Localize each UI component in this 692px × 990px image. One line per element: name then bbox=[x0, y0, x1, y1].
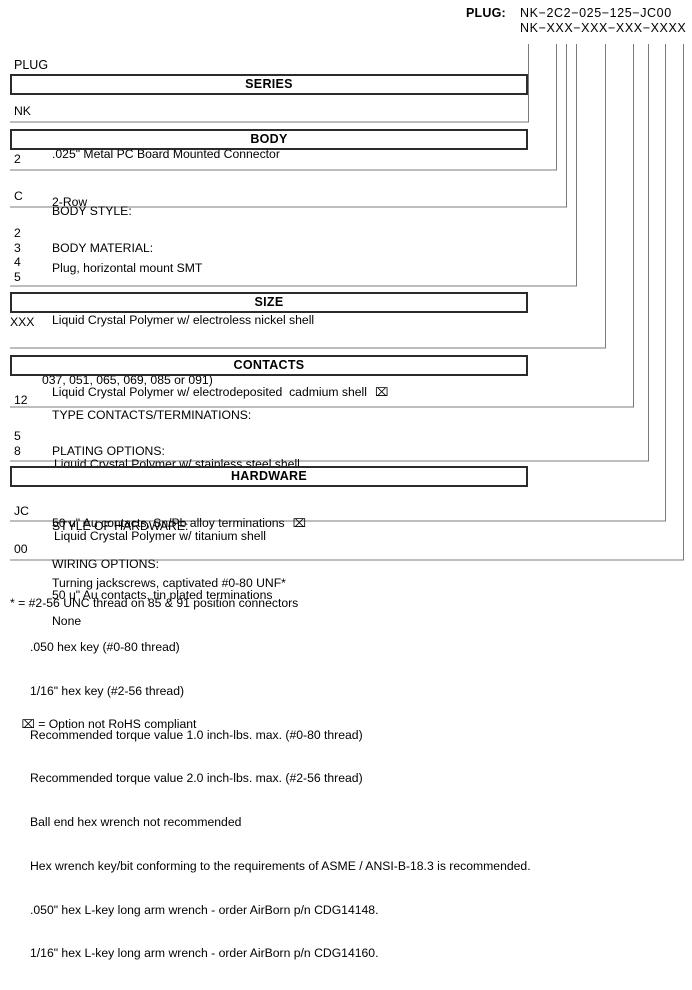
option-text: Liquid Crystal Polymer w/ electroless ni… bbox=[52, 312, 315, 327]
footnote-line: .050 hex key (#0-80 thread) bbox=[30, 639, 180, 654]
section-title-contacts: CONTACTS bbox=[233, 358, 305, 372]
option-code: 00 bbox=[14, 542, 28, 557]
section-title-size: SIZE bbox=[254, 295, 284, 309]
group-style-of-hardware: STYLE OF HARDWARE: JC Turning jackscrews… bbox=[14, 490, 286, 620]
footnote-line: Ball end hex wrench not recommended bbox=[30, 815, 242, 830]
section-band-body: BODY bbox=[10, 129, 528, 150]
option-code: XXX bbox=[10, 315, 35, 329]
option-text-value: 50 u" Au contacts, Sn/Pb alloy terminati… bbox=[52, 515, 285, 530]
part-number-template-row: NK−XXX−XXX−XXX−XXXX bbox=[466, 21, 692, 36]
option-text-value: Liquid Crystal Polymer w/ electrodeposit… bbox=[52, 384, 367, 399]
group-body-style: BODY STYLE: C Plug, horizontal mount SMT bbox=[14, 175, 202, 305]
group-subhead: BODY MATERIAL: bbox=[52, 240, 154, 255]
footnote-line: * = #2-56 UNC thread on 85 & 91 position… bbox=[10, 596, 299, 611]
group-subhead: BODY STYLE: bbox=[52, 203, 132, 218]
option-code: C bbox=[14, 189, 23, 204]
footnote-line: 1/16" hex L-key long arm wrench - order … bbox=[30, 946, 379, 961]
option-code: 2 bbox=[14, 152, 21, 166]
not-rohs-compliant-icon: ⌧ bbox=[21, 717, 35, 731]
option-code: 5 bbox=[14, 269, 21, 284]
section-band-hardware: HARDWARE bbox=[10, 466, 528, 487]
footnotes-block: * = #2-56 UNC thread on 85 & 91 position… bbox=[10, 567, 531, 990]
part-number-example-row: PLUG: NK−2C2−025−125−JC00 bbox=[466, 6, 692, 21]
footnote-line: 1/16" hex key (#2-56 thread) bbox=[30, 683, 185, 698]
option-text: Plug, horizontal mount SMT bbox=[52, 261, 203, 276]
option-code: 8 bbox=[14, 443, 21, 458]
option-text: .025" Metal PC Board Mounted Connector bbox=[52, 147, 280, 162]
footnote-line: Recommended torque value 2.0 inch-lbs. m… bbox=[30, 771, 363, 786]
part-number-template: NK−XXX−XXX−XXX−XXXX bbox=[520, 21, 687, 35]
section-title-series: SERIES bbox=[245, 77, 293, 91]
option-code: NK bbox=[14, 104, 31, 118]
part-number-block: PLUG: NK−2C2−025−125−JC00 NK−XXX−XXX−XXX… bbox=[466, 6, 692, 36]
option-code: 12 bbox=[14, 393, 28, 408]
option-text: Turning jackscrews, captivated #0-80 UNF… bbox=[52, 576, 286, 591]
group-body-material: BODY MATERIAL: 2 Liquid Crystal Polymer … bbox=[14, 212, 388, 572]
option-code: 4 bbox=[14, 255, 21, 270]
option-row-nk: NK .025" Metal PC Board Mounted Connecto… bbox=[14, 104, 280, 190]
group-plating-options: PLATING OPTIONS: 5 50 u" Au contacts, Sn… bbox=[14, 415, 306, 631]
group-wiring-options: WIRING OPTIONS: 00 None bbox=[14, 528, 159, 658]
group-subhead: STYLE OF HARDWARE: bbox=[52, 518, 189, 533]
footnote-line: .050" hex L-key long arm wrench - order … bbox=[30, 902, 379, 917]
group-subhead: WIRING OPTIONS: bbox=[52, 556, 159, 571]
section-band-series: SERIES bbox=[10, 74, 528, 95]
option-text: 2-Row bbox=[52, 195, 88, 210]
group-subhead: TYPE CONTACTS/TERMINATIONS: bbox=[52, 407, 252, 422]
option-code: 5 bbox=[14, 429, 21, 444]
section-band-size: SIZE bbox=[10, 292, 528, 313]
option-row-2row: 2 2-Row bbox=[14, 152, 87, 238]
part-number-example: NK−2C2−025−125−JC00 bbox=[520, 6, 672, 20]
part-number-label: PLUG: bbox=[466, 6, 506, 20]
section-title-body: BODY bbox=[250, 132, 288, 146]
group-subhead: PLATING OPTIONS: bbox=[52, 443, 165, 458]
not-rohs-compliant-icon: ⌧ bbox=[292, 515, 306, 530]
option-code: 2 bbox=[14, 226, 21, 241]
option-text: 50 u" Au contacts, tin plated terminatio… bbox=[52, 587, 273, 602]
rohs-legend-text: = Option not RoHS compliant bbox=[34, 717, 197, 731]
option-code: JC bbox=[14, 504, 29, 519]
option-code: 3 bbox=[14, 240, 21, 255]
not-rohs-compliant-icon: ⌧ bbox=[374, 384, 389, 399]
selection-guide-sheet: PLUG SERIES NK .025" Metal PC Board Moun… bbox=[10, 58, 531, 960]
option-text: Liquid Crystal Polymer w/ electrodeposit… bbox=[52, 385, 388, 399]
plug-caption: PLUG bbox=[14, 58, 49, 72]
option-text: 50 u" Au contacts, Sn/Pb alloy terminati… bbox=[52, 516, 306, 530]
section-band-contacts: CONTACTS bbox=[10, 355, 528, 376]
rohs-legend: ⌧ = Option not RoHS compliant bbox=[8, 703, 197, 745]
section-title-hardware: HARDWARE bbox=[230, 469, 307, 483]
footnote-line: Hex wrench key/bit conforming to the req… bbox=[30, 858, 531, 873]
option-text: Liquid Crystal Polymer w/ titanium shell bbox=[54, 528, 267, 543]
option-text: None bbox=[52, 614, 82, 629]
